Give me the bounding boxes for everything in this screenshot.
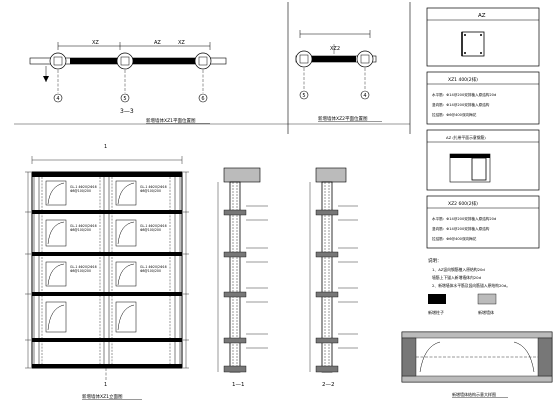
legend-line: 拉结筋：Φ6@400双向梅花 [432,236,477,241]
panel-note: Φ8@100/200 [70,269,91,273]
panel-note: Φ8@100/200 [70,189,91,193]
legend-title: XZ2 600(2排) [448,200,478,207]
axis-number: 4 [56,96,59,102]
legend-line: 竖向筋：Φ14@200双排植入原结构 [432,102,490,107]
section-caption: 2—2 [322,382,335,388]
plan-caption: 新增墙体XZ1平面位置图 [146,117,196,124]
legend-title: XZ1 400(2排) [448,76,478,83]
detail-caption: 新增墙体结构示意大样图 [452,391,496,397]
axis-number: 1 [104,144,107,150]
panel-note: Φ8@100/200 [140,189,161,193]
legend-line: 拉结筋：Φ6@400双向梅花 [432,112,477,117]
axis-number: 6 [201,96,204,102]
legend-title: AZ (扎带平面示意钢筋) [446,135,486,140]
key-swatch-column [428,294,446,304]
plan-tag: XZ2 [330,46,340,52]
plan-tag: AZ [154,40,161,46]
key-swatch-wall [477,293,497,305]
legend-box-az [426,7,540,67]
panel-note: Φ8@100/200 [70,228,91,232]
legend-line: 水平筋：Φ14@200双排植入原结构20d [432,92,496,97]
panel-note: Φ8@100/200 [140,228,161,232]
key-label: 新增柱子 [428,309,444,315]
note-line: 2、新增墙体水平筋及竖向筋锚入原结构20d。 [432,283,510,288]
panel-note: GL-1 4Φ20/2Φ16 [70,185,97,189]
plan-xz1: XZ AZ XZ 4 5 6 3—3 新增墙体XZ1平面位置图 [29,40,227,124]
panel-note: GL-1 4Φ20/2Φ16 [140,185,167,189]
plan-xz2: XZ2 5 4 新增墙体XZ2平面位置图 [295,30,382,122]
section-mark: 3—3 [120,108,134,115]
legend-line: 竖向筋：Φ14@200双排植入原结构 [432,226,490,231]
legend-box-xz2 [426,195,540,249]
key-label: 新增墙体 [478,309,494,315]
panel-note: GL-1 4Φ20/2Φ16 [140,224,167,228]
panel-note: GL-1 4Φ20/2Φ16 [70,265,97,269]
plan-caption: 新增墙体XZ2平面位置图 [318,115,368,122]
section-2-2: 2—2 [309,167,358,388]
panel-note: GL-1 4Φ20/2Φ16 [70,224,97,228]
plan-tag: XZ [178,40,185,46]
elevation-xz1: 1 [25,144,189,400]
axis-number: 4 [363,93,366,99]
axis-number: 5 [123,96,126,102]
legend-box-xz1 [426,71,540,125]
plan-tag: XZ [92,40,99,46]
panel-note: GL-1 4Φ20/2Φ16 [140,265,167,269]
axis-number: 1 [104,382,107,388]
legend-column: AZ XZ1 400(2排) 水平筋：Φ14@200双排植入原结构20d 竖向筋… [401,7,553,398]
note-line: 墙筋上下锚入新增墙体内20d [432,275,482,280]
notes-title: 说明： [428,257,442,264]
legend-line: 水平筋：Φ14@200双排植入原结构20d [432,216,496,221]
elevation-caption: 新增墙体XZ1立面图 [82,393,123,400]
section-caption: 1—1 [232,382,245,388]
note-line: 1、AZ竖向钢筋植入原结构20d [432,267,485,272]
legend-box-az-note [426,129,540,191]
panel-note: Φ8@100/200 [140,269,161,273]
legend-title: AZ [478,13,486,19]
section-1-1: 1—1 [217,167,268,388]
axis-number: 5 [302,93,305,99]
